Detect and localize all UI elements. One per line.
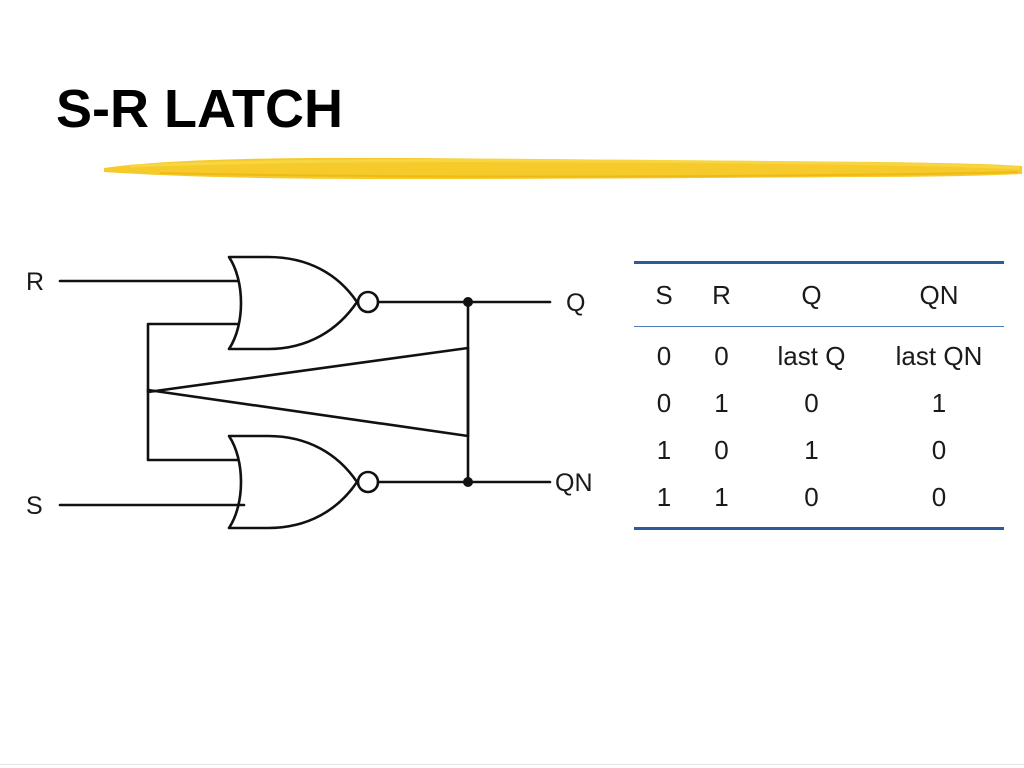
cell-r: 0 [714, 341, 729, 371]
header-s: S [634, 262, 694, 327]
q-feedback-wire [146, 300, 470, 462]
table-row: 1 0 1 0 [634, 427, 1004, 474]
cell-qn: 0 [931, 435, 947, 465]
q-junction-dot [463, 297, 473, 307]
highlighter-stroke [104, 157, 1022, 179]
cell-q: 1 [804, 435, 819, 465]
cell-qn: last QN [895, 341, 983, 371]
cell-qn: 1 [931, 388, 947, 418]
cell-s: 0 [656, 388, 672, 418]
header-r: R [694, 262, 749, 327]
top-nor-gate [227, 255, 359, 351]
footer-divider [0, 764, 1024, 765]
header-qn: QN [874, 262, 1004, 327]
table-row: 1 1 0 0 [634, 474, 1004, 529]
cell-q: 0 [804, 388, 819, 418]
cell-qn: 0 [931, 482, 947, 512]
header-q: Q [749, 262, 874, 327]
cell-q: last Q [777, 341, 846, 371]
q-label: Q [566, 289, 585, 317]
cell-r: 0 [714, 435, 729, 465]
table-row: 0 1 0 1 [634, 380, 1004, 427]
cell-r: 1 [714, 482, 729, 512]
truth-table-header-row: S R Q QN [634, 262, 1004, 327]
bottom-nor-bubble [356, 470, 380, 494]
cell-q: 0 [804, 482, 819, 512]
truth-table-container: S R Q QN 0 0 last Q last QN 0 1 0 1 1 0 [634, 261, 1004, 530]
qn-junction-dot [463, 477, 473, 487]
table-row: 0 0 last Q last QN [634, 327, 1004, 381]
truth-table: S R Q QN 0 0 last Q last QN 0 1 0 1 1 0 [634, 261, 1004, 530]
r-label: R [26, 268, 44, 296]
s-label: S [26, 492, 43, 520]
slide-title: S-R LATCH [56, 79, 343, 139]
qn-label: QN [555, 469, 593, 497]
cell-s: 1 [656, 435, 672, 465]
cell-s: 0 [656, 341, 672, 371]
sr-latch-circuit: R S Q QN [26, 255, 593, 530]
cell-s: 1 [656, 482, 672, 512]
cell-r: 1 [714, 388, 729, 418]
bottom-nor-gate [227, 434, 359, 530]
qn-feedback-wire [146, 322, 470, 484]
top-nor-bubble [356, 290, 380, 314]
